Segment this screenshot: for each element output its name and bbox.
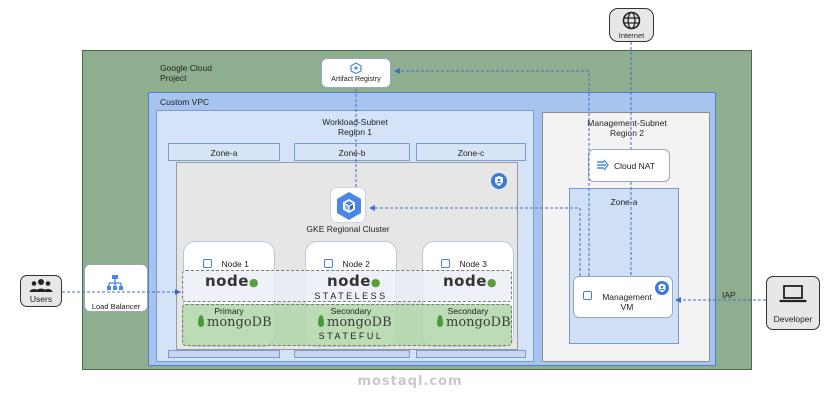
iap-label: IAP: [722, 290, 736, 300]
zone-b-header: Zone-b: [294, 143, 410, 161]
developer-label: Developer: [773, 314, 813, 324]
load-balancer-icon: [106, 274, 124, 292]
shield-user-icon: [655, 281, 669, 295]
gke-icon: [330, 187, 366, 223]
users-label: Users: [29, 294, 53, 304]
mongodb-logo-3: mongoDB: [437, 315, 511, 330]
watermark: mostaql.com: [357, 374, 463, 389]
node-2-mongo-role: Secondary: [330, 306, 372, 316]
globe-icon: [622, 11, 641, 30]
chip-icon: [583, 291, 592, 300]
zone-a-footer: [168, 350, 280, 358]
mongo-leaf-icon: [437, 315, 443, 327]
artifact-registry-icon: [349, 61, 363, 75]
mongo-leaf-icon: [198, 315, 204, 327]
laptop-icon: [779, 284, 807, 304]
nodejs-logo-1: node●: [205, 272, 260, 290]
internet-label: Internet: [618, 31, 645, 40]
artifact-registry-label: Artifact Registry: [331, 76, 381, 83]
chip-icon: [203, 259, 212, 268]
cloud-nat-label: Cloud NAT: [614, 161, 655, 171]
vm-to-registry-arrow: [394, 68, 590, 276]
developer-box[interactable]: [766, 276, 820, 330]
node-3-label: Node 3: [459, 259, 487, 269]
stateful-label: STATEFUL: [318, 331, 384, 341]
vm-to-cluster-arrow: [369, 205, 581, 276]
management-zone-label: Zone-a: [610, 197, 638, 207]
nodejs-logo-3: node●: [443, 272, 498, 290]
management-zone: [569, 188, 679, 344]
node-1-mongo-role: Primary: [214, 306, 244, 316]
node-2-label: Node 2: [342, 259, 370, 269]
users-icon: [29, 278, 53, 293]
cluster-label: GKE Regional Cluster: [306, 224, 390, 234]
zone-c-header: Zone-c: [416, 143, 526, 161]
node-3-mongo-role: Secondary: [447, 306, 489, 316]
zone-b-footer: [294, 350, 410, 358]
stateless-band: [182, 270, 512, 302]
stateless-label: STATELESS: [314, 291, 388, 301]
shield-user-icon: [491, 173, 507, 189]
zone-c-footer: [416, 350, 526, 358]
chip-icon: [441, 259, 450, 268]
vpc-label: Custom VPC: [160, 97, 210, 107]
load-balancer-label: Load Balancer: [91, 302, 141, 311]
cloud-nat-icon: [596, 158, 610, 172]
node-1-header: Node 1: [203, 254, 249, 272]
node-3-header: Node 3: [441, 254, 487, 272]
zone-a-header: Zone-a: [168, 143, 280, 161]
internet-box[interactable]: [609, 8, 654, 42]
mongodb-logo-2: mongoDB: [318, 315, 392, 330]
mongodb-logo-1: mongoDB: [198, 315, 272, 330]
node-1-label: Node 1: [221, 259, 249, 269]
mongo-leaf-icon: [318, 315, 324, 327]
nodejs-logo-2: node●: [327, 272, 382, 290]
chip-icon: [324, 259, 333, 268]
node-2-header: Node 2: [324, 254, 370, 272]
stateful-band: [182, 304, 512, 346]
